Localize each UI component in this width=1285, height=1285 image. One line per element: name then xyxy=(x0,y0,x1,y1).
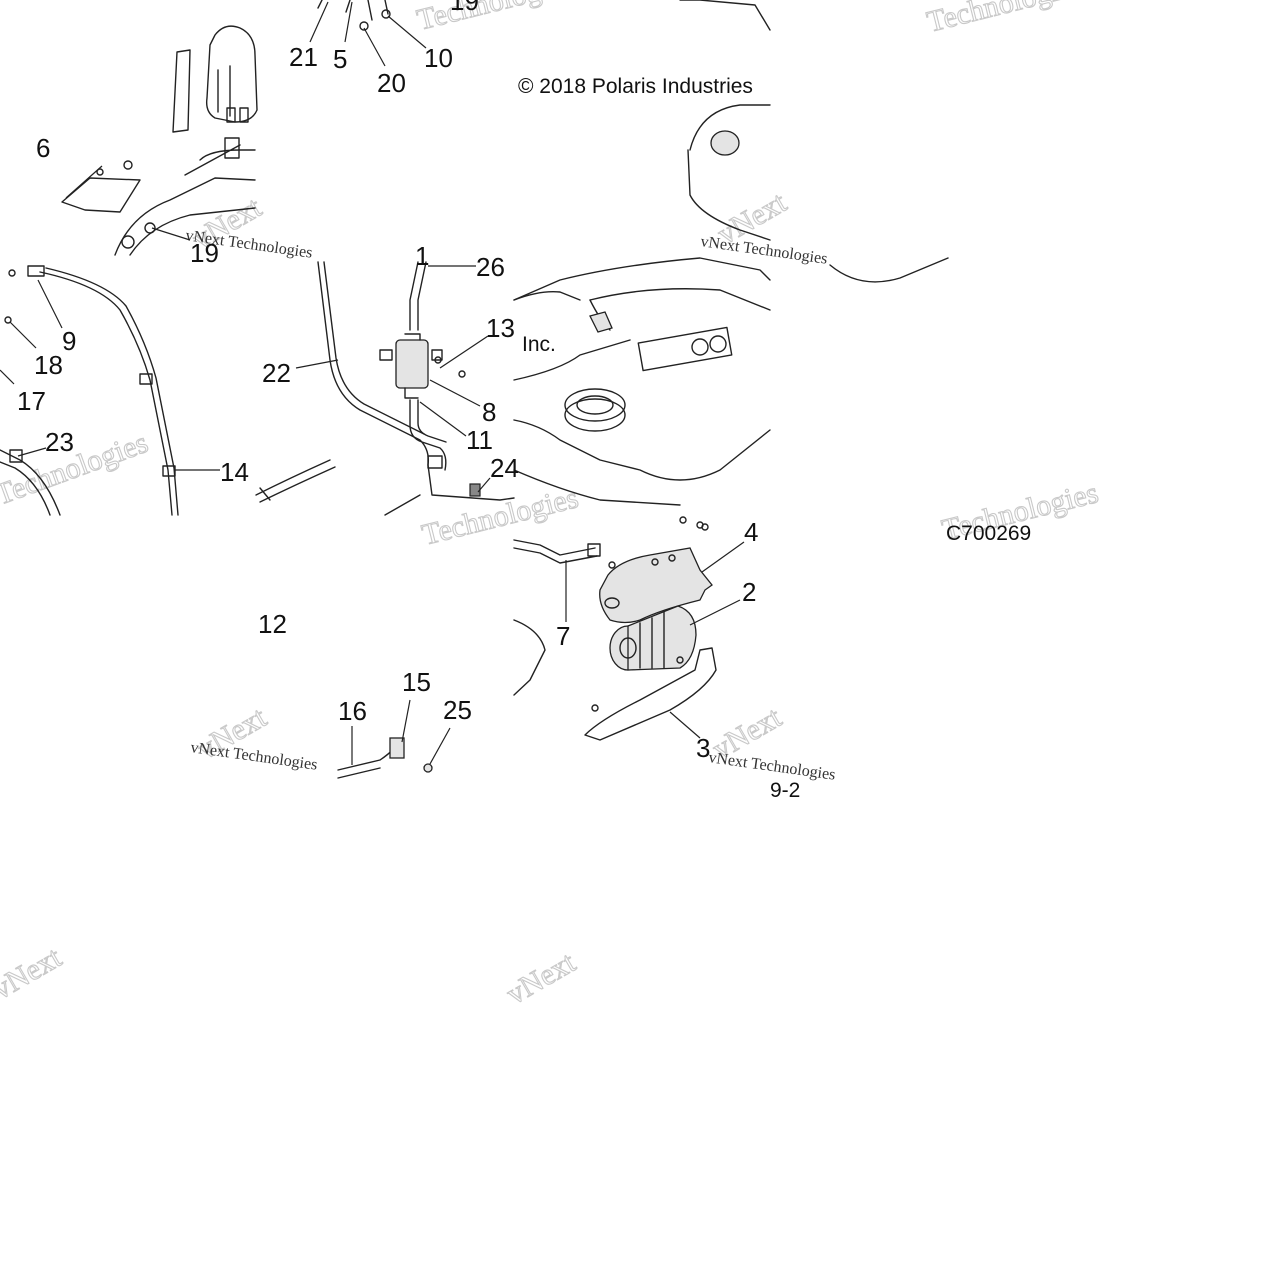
callout-21: 21 xyxy=(289,42,318,72)
heat-shield-4 xyxy=(599,547,713,624)
watermark-text: Technologies xyxy=(419,481,582,552)
callout-15: 15 xyxy=(402,667,431,697)
fuel-cap xyxy=(710,130,740,156)
callout-18: 18 xyxy=(34,350,63,380)
callout-22: 22 xyxy=(262,358,291,388)
callout-9: 9 xyxy=(62,326,76,356)
watermark-layer: Technologies Technologies vNext vNext Te… xyxy=(0,0,1102,784)
callout-12: 12 xyxy=(258,609,287,639)
leader-lines xyxy=(0,1,745,765)
part-drawings xyxy=(0,0,949,779)
callout-11: 11 xyxy=(466,425,493,455)
fuel-line-11 xyxy=(409,399,447,471)
bracket-6 xyxy=(61,177,141,213)
fuel-tank-top xyxy=(679,0,771,241)
callout-4: 4 xyxy=(744,517,758,547)
callout-19-top: 19 xyxy=(450,0,479,16)
vent-tube xyxy=(317,0,389,21)
callout-1: 1 xyxy=(415,241,429,271)
callout-25: 25 xyxy=(443,695,472,725)
reservoir-bottle xyxy=(205,25,258,123)
copyright-text: © 2018 Polaris Industries xyxy=(518,75,753,98)
callout-24: 24 xyxy=(490,453,519,483)
callout-10: 10 xyxy=(424,43,453,73)
page-reference: 9-2 xyxy=(770,779,800,802)
watermark-text: vNext xyxy=(501,945,582,1011)
bracket-3 xyxy=(584,647,717,741)
fuel-line-26 xyxy=(409,261,427,331)
drawing-code: C700269 xyxy=(946,522,1031,545)
callout-7: 7 xyxy=(556,621,570,651)
callout-13: 13 xyxy=(486,313,515,343)
watermark-text: Technologies xyxy=(414,0,577,37)
callout-23: 23 xyxy=(45,427,74,457)
callout-2: 2 xyxy=(742,577,756,607)
callout-20: 20 xyxy=(377,68,406,98)
evap-canister-2 xyxy=(609,605,697,671)
gasket-strip xyxy=(172,49,191,133)
callout-labels: 21 5 20 10 19 6 19 9 18 17 23 14 22 1 26… xyxy=(17,0,758,763)
hose-assembly xyxy=(114,144,256,256)
watermark-text: vNext xyxy=(0,940,68,1006)
fuel-tank-body xyxy=(513,257,771,506)
callout-5: 5 xyxy=(333,44,347,74)
callout-3: 3 xyxy=(696,733,710,763)
callout-8: 8 xyxy=(482,397,496,427)
fuel-pump-ring xyxy=(564,388,626,432)
fuel-filter-8 xyxy=(379,333,443,399)
callout-19: 19 xyxy=(190,238,219,268)
fuel-line-7 xyxy=(513,539,598,564)
callout-17: 17 xyxy=(17,386,46,416)
watermark-text: Technologies xyxy=(0,426,152,512)
callout-6: 6 xyxy=(36,133,50,163)
callout-16: 16 xyxy=(338,696,367,726)
watermark-text: Technologies xyxy=(924,0,1087,39)
callout-14: 14 xyxy=(220,457,249,487)
copyright-fragment: Inc. xyxy=(522,333,556,356)
fuel-line-14 xyxy=(39,271,173,516)
watermark-caption: vNext Technologies xyxy=(189,739,318,774)
callout-26: 26 xyxy=(476,252,505,282)
